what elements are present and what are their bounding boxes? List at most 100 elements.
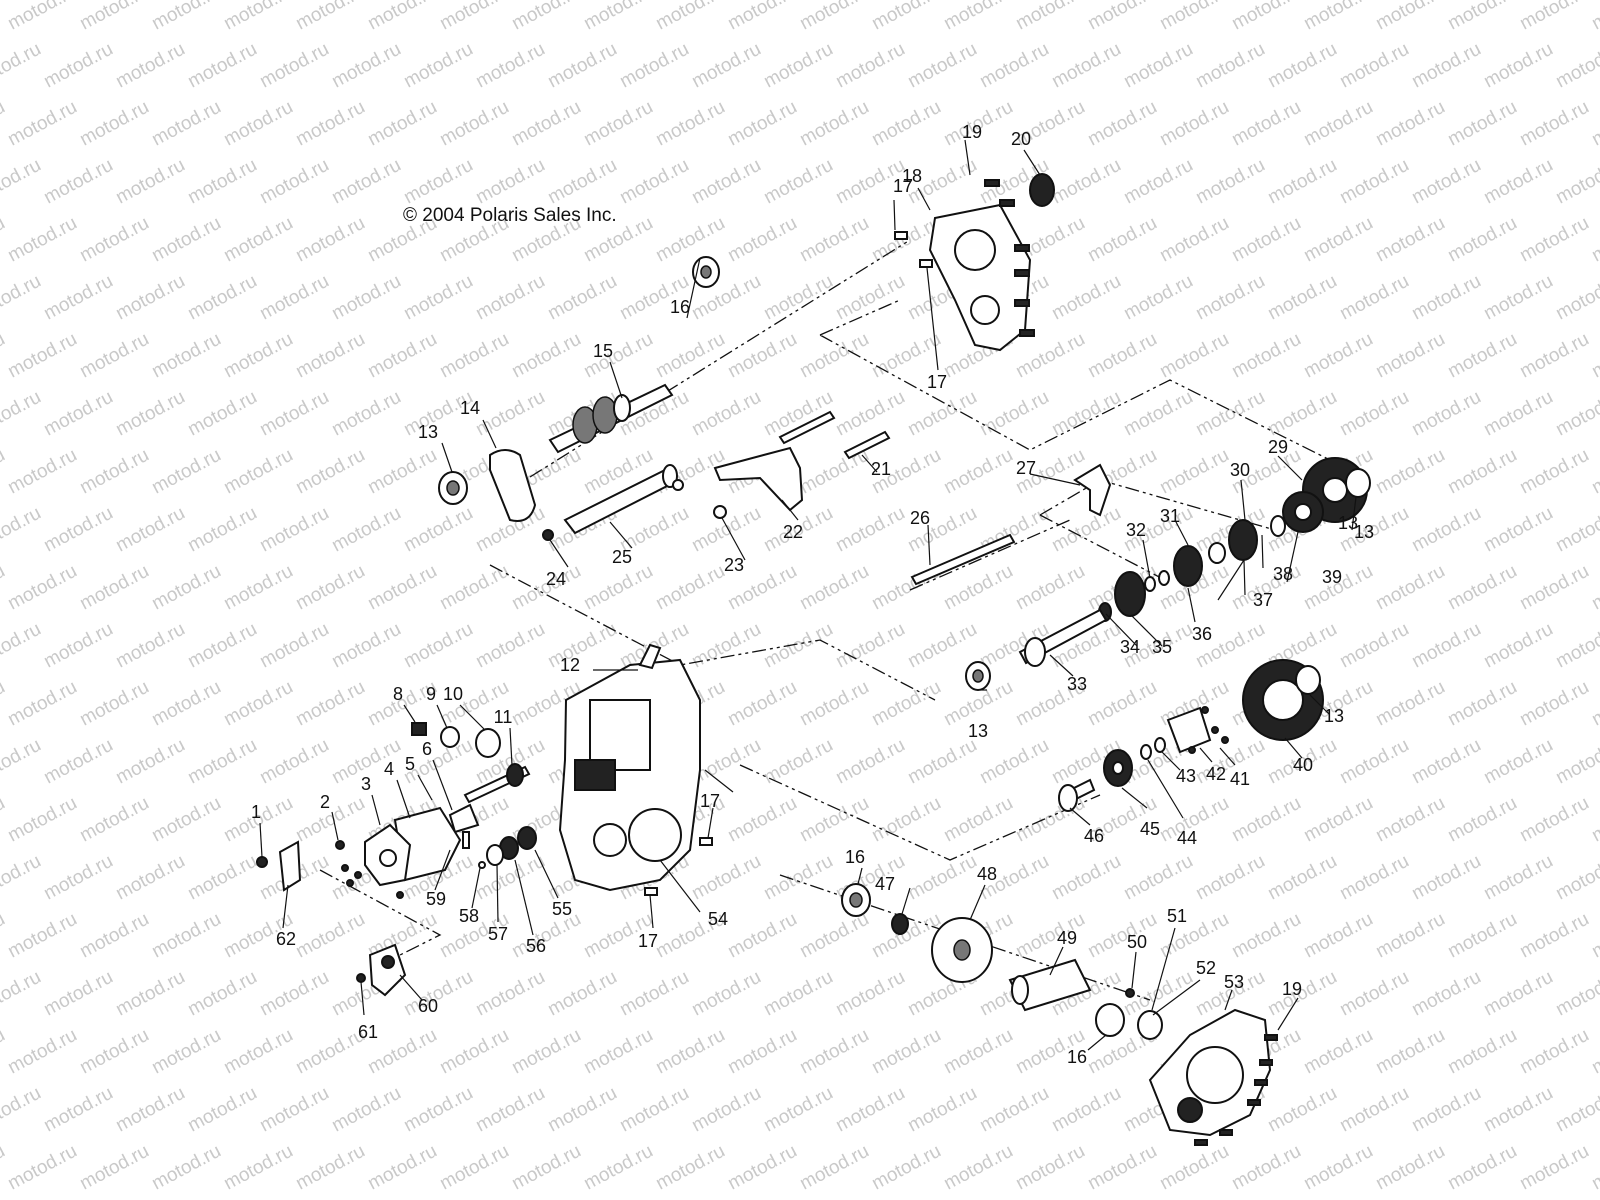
- watermark-text: motod.ru: [1516, 1025, 1592, 1079]
- callout-label: 55: [552, 899, 572, 919]
- watermark-text: motod.ru: [76, 1025, 152, 1079]
- watermark-text: motod.ru: [1516, 1141, 1592, 1195]
- watermark-text: motod.ru: [1552, 155, 1600, 209]
- watermark-text: motod.ru: [328, 1083, 404, 1137]
- watermark-text: motod.ru: [1048, 503, 1124, 557]
- watermark-text: motod.ru: [1336, 851, 1412, 905]
- watermark-text: motod.ru: [724, 793, 800, 847]
- watermark-text: motod.ru: [1372, 1141, 1448, 1195]
- callout-label: 14: [460, 398, 480, 418]
- watermark-text: motod.ru: [796, 97, 872, 151]
- copyright-notice: © 2004 Polaris Sales Inc.: [403, 205, 617, 226]
- watermark-text: motod.ru: [652, 1141, 728, 1195]
- watermark-text: motod.ru: [724, 1141, 800, 1195]
- watermark-text: motod.ru: [1480, 503, 1556, 557]
- watermark-text: motod.ru: [1480, 271, 1556, 325]
- watermark-text: motod.ru: [1588, 213, 1600, 267]
- watermark-text: motod.ru: [40, 387, 116, 441]
- watermark-text: motod.ru: [1372, 0, 1448, 34]
- watermark-text: motod.ru: [688, 851, 764, 905]
- watermark-text: motod.ru: [256, 1083, 332, 1137]
- watermark-text: motod.ru: [292, 445, 368, 499]
- watermark-text: motod.ru: [1120, 39, 1196, 93]
- watermark-text: motod.ru: [1228, 0, 1304, 34]
- watermark-text: motod.ru: [688, 39, 764, 93]
- callout-label: 47: [875, 874, 895, 894]
- callout-label: 13: [1354, 522, 1374, 542]
- watermark-text: motod.ru: [40, 967, 116, 1021]
- watermark-text: motod.ru: [1120, 155, 1196, 209]
- watermark-text: motod.ru: [616, 155, 692, 209]
- watermark-text: motod.ru: [1264, 39, 1340, 93]
- watermark-text: motod.ru: [832, 503, 908, 557]
- callout-label: 61: [358, 1022, 378, 1042]
- watermark-text: motod.ru: [0, 561, 9, 615]
- watermark-text: motod.ru: [1480, 387, 1556, 441]
- watermark-text: motod.ru: [148, 445, 224, 499]
- watermark-text: motod.ru: [472, 39, 548, 93]
- watermark-text: motod.ru: [184, 735, 260, 789]
- watermark-text: motod.ru: [1444, 909, 1520, 963]
- watermark-text: motod.ru: [832, 271, 908, 325]
- watermark-text: motod.ru: [400, 1083, 476, 1137]
- watermark-text: motod.ru: [148, 909, 224, 963]
- watermark-text: motod.ru: [4, 1025, 80, 1079]
- watermark-text: motod.ru: [364, 329, 440, 383]
- watermark-text: motod.ru: [0, 735, 45, 789]
- watermark-text: motod.ru: [1228, 329, 1304, 383]
- watermark-text: motod.ru: [1444, 793, 1520, 847]
- watermark-text: motod.ru: [796, 561, 872, 615]
- callout-label: 35: [1152, 637, 1172, 657]
- watermark-text: motod.ru: [76, 561, 152, 615]
- watermark-text: motod.ru: [220, 1141, 296, 1195]
- watermark-text: motod.ru: [0, 97, 9, 151]
- watermark-text: motod.ru: [40, 619, 116, 673]
- watermark-text: motod.ru: [1120, 851, 1196, 905]
- watermark-text: motod.ru: [724, 677, 800, 731]
- watermark-text: motod.ru: [292, 793, 368, 847]
- watermark-text: motod.ru: [1084, 909, 1160, 963]
- watermark-text: motod.ru: [0, 271, 45, 325]
- watermark-text: motod.ru: [76, 445, 152, 499]
- watermark-text: motod.ru: [184, 967, 260, 1021]
- watermark-text: motod.ru: [292, 1141, 368, 1195]
- callout-label: 45: [1140, 819, 1160, 839]
- watermark-text: motod.ru: [1408, 155, 1484, 209]
- watermark-text: motod.ru: [544, 967, 620, 1021]
- callout-label: 34: [1120, 637, 1140, 657]
- watermark-text: motod.ru: [0, 793, 9, 847]
- callout-label: 53: [1224, 972, 1244, 992]
- watermark-text: motod.ru: [616, 39, 692, 93]
- watermark-text: motod.ru: [760, 39, 836, 93]
- watermark-text: motod.ru: [544, 39, 620, 93]
- watermark-text: motod.ru: [1300, 909, 1376, 963]
- watermark-text: motod.ru: [184, 387, 260, 441]
- watermark-text: motod.ru: [0, 909, 9, 963]
- callout-label: 39: [1322, 567, 1342, 587]
- watermark-text: motod.ru: [1012, 561, 1088, 615]
- watermark-text: motod.ru: [364, 0, 440, 34]
- watermark-text: motod.ru: [256, 271, 332, 325]
- watermark-text: motod.ru: [1588, 909, 1600, 963]
- watermark-text: motod.ru: [364, 1141, 440, 1195]
- callout-label: 13: [1324, 706, 1344, 726]
- watermark-text: motod.ru: [796, 1025, 872, 1079]
- watermark-text: motod.ru: [652, 0, 728, 34]
- callout-label: 30: [1230, 460, 1250, 480]
- watermark-text: motod.ru: [4, 561, 80, 615]
- watermark-text: motod.ru: [904, 39, 980, 93]
- callout-label: 42: [1206, 764, 1226, 784]
- watermark-text: motod.ru: [1516, 445, 1592, 499]
- watermark-text: motod.ru: [1552, 735, 1600, 789]
- watermark-text: motod.ru: [112, 387, 188, 441]
- watermark-text: motod.ru: [364, 445, 440, 499]
- watermark-text: motod.ru: [652, 97, 728, 151]
- watermark-text: motod.ru: [328, 503, 404, 557]
- watermark-text: motod.ru: [0, 329, 9, 383]
- watermark-text: motod.ru: [1336, 735, 1412, 789]
- watermark-text: motod.ru: [760, 155, 836, 209]
- watermark-text: motod.ru: [328, 39, 404, 93]
- watermark-text: motod.ru: [1588, 97, 1600, 151]
- watermark-text: motod.ru: [1048, 39, 1124, 93]
- watermark-text: motod.ru: [328, 387, 404, 441]
